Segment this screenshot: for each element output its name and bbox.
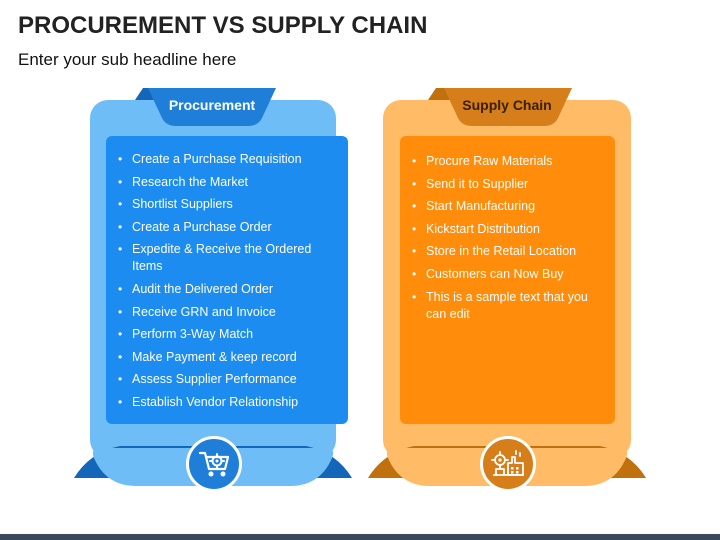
- procurement-list-item: Shortlist Suppliers: [106, 196, 316, 213]
- supply-chain-list-item: Store in the Retail Location: [400, 243, 590, 260]
- supply-chain-list-panel: Procure Raw MaterialsSend it to Supplier…: [400, 136, 615, 424]
- supply-chain-list-item: Start Manufacturing: [400, 198, 590, 215]
- bottom-bar: [0, 534, 720, 540]
- procurement-list: Create a Purchase RequisitionResearch th…: [106, 136, 316, 411]
- supply-chain-list-item: Kickstart Distribution: [400, 221, 590, 238]
- procurement-list-item: Assess Supplier Performance: [106, 371, 316, 388]
- supply-chain-list-item: Customers can Now Buy: [400, 266, 590, 283]
- supply-chain-list-item: Procure Raw Materials: [400, 153, 590, 170]
- procurement-list-item: Create a Purchase Requisition: [106, 151, 316, 168]
- procurement-list-item: Audit the Delivered Order: [106, 281, 316, 298]
- procurement-icon-circle: [186, 436, 242, 492]
- procurement-list-item: Establish Vendor Relationship: [106, 394, 316, 411]
- supply-chain-list: Procure Raw MaterialsSend it to Supplier…: [400, 136, 590, 323]
- supply-chain-list-item: Send it to Supplier: [400, 176, 590, 193]
- factory-gear-icon: [491, 450, 524, 476]
- supply-chain-list-item: This is a sample text that you can edit: [400, 289, 590, 323]
- procurement-list-item: Perform 3-Way Match: [106, 326, 316, 343]
- supply-chain-header: Supply Chain: [462, 97, 552, 113]
- procurement-list-item: Create a Purchase Order: [106, 219, 316, 236]
- procurement-list-panel: Create a Purchase RequisitionResearch th…: [106, 136, 348, 424]
- procurement-list-item: Research the Market: [106, 174, 316, 191]
- procurement-list-item: Receive GRN and Invoice: [106, 304, 316, 321]
- page-title: PROCUREMENT VS SUPPLY CHAIN: [18, 12, 428, 39]
- gear-cart-icon: [198, 451, 230, 477]
- supply-chain-icon-circle: [480, 436, 536, 492]
- procurement-list-item: Make Payment & keep record: [106, 349, 316, 366]
- procurement-header: Procurement: [168, 97, 256, 113]
- procurement-list-item: Expedite & Receive the Ordered Items: [106, 241, 316, 275]
- page-subtitle: Enter your sub headline here: [18, 50, 237, 69]
